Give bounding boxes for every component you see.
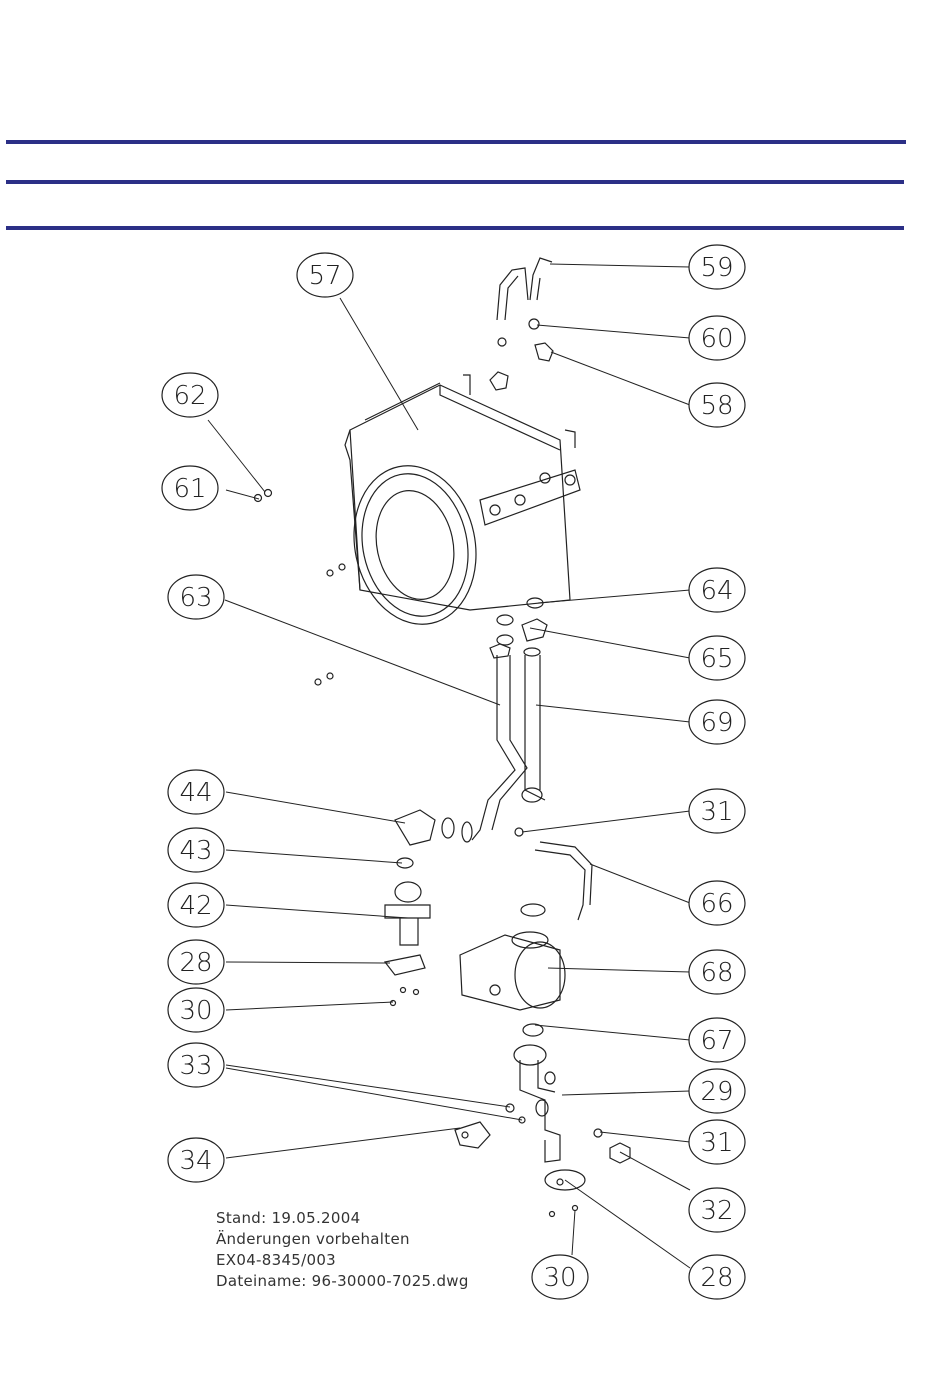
- callout-29: 29: [689, 1069, 745, 1113]
- callout-66: 66: [689, 881, 745, 925]
- callout-label: 32: [700, 1196, 733, 1226]
- callout-label: 42: [179, 891, 212, 921]
- callout-34: 34: [168, 1138, 224, 1182]
- callout-label: 44: [179, 778, 212, 808]
- callout-64: 64: [689, 568, 745, 612]
- callout-60: 60: [689, 316, 745, 360]
- callout-label: 58: [700, 391, 733, 421]
- callout-69: 69: [689, 700, 745, 744]
- callout-42: 42: [168, 883, 224, 927]
- callout-label: 66: [700, 889, 733, 919]
- info-document-number: EX04-8345/003: [216, 1250, 469, 1271]
- callout-label: 28: [179, 948, 212, 978]
- heat-exchanger-drawing: [340, 372, 580, 636]
- callout-57: 57: [297, 253, 353, 297]
- callout-label: 57: [308, 261, 341, 291]
- info-date: Stand: 19.05.2004: [216, 1208, 469, 1229]
- callout-43: 43: [168, 828, 224, 872]
- callout-label: 67: [700, 1026, 733, 1056]
- callout-label: 64: [700, 576, 733, 606]
- callout-31: 31: [689, 789, 745, 833]
- callout-label: 63: [179, 583, 212, 613]
- callout-label: 31: [700, 797, 733, 827]
- callout-63: 63: [168, 575, 224, 619]
- callout-label: 59: [700, 253, 733, 283]
- callout-31: 31: [689, 1120, 745, 1164]
- callout-58: 58: [689, 383, 745, 427]
- callout-label: 69: [700, 708, 733, 738]
- callout-label: 43: [179, 836, 212, 866]
- callout-label: 34: [179, 1146, 212, 1176]
- callout-label: 30: [543, 1263, 576, 1293]
- callout-label: 30: [179, 996, 212, 1026]
- callout-33: 33: [168, 1043, 224, 1087]
- callout-44: 44: [168, 770, 224, 814]
- callout-30: 30: [532, 1255, 588, 1299]
- callout-label: 29: [700, 1077, 733, 1107]
- callout-label: 28: [700, 1263, 733, 1293]
- callout-68: 68: [689, 950, 745, 994]
- callout-label: 31: [700, 1128, 733, 1158]
- callout-28: 28: [689, 1255, 745, 1299]
- callout-61: 61: [162, 466, 218, 510]
- callout-label: 60: [700, 324, 733, 354]
- info-filename: Dateiname: 96-30000-7025.dwg: [216, 1271, 469, 1292]
- callout-65: 65: [689, 636, 745, 680]
- callout-label: 33: [179, 1051, 212, 1081]
- callout-label: 68: [700, 958, 733, 988]
- callout-30: 30: [168, 988, 224, 1032]
- callout-59: 59: [689, 245, 745, 289]
- callout-label: 65: [700, 644, 733, 674]
- callout-label: 61: [173, 474, 206, 504]
- callout-32: 32: [689, 1188, 745, 1232]
- info-notice: Änderungen vorbehalten: [216, 1229, 469, 1250]
- drawing-info: Stand: 19.05.2004 Änderungen vorbehalten…: [216, 1208, 469, 1292]
- callout-62: 62: [162, 373, 218, 417]
- callout-label: 62: [173, 381, 206, 411]
- callout-28: 28: [168, 940, 224, 984]
- callout-67: 67: [689, 1018, 745, 1062]
